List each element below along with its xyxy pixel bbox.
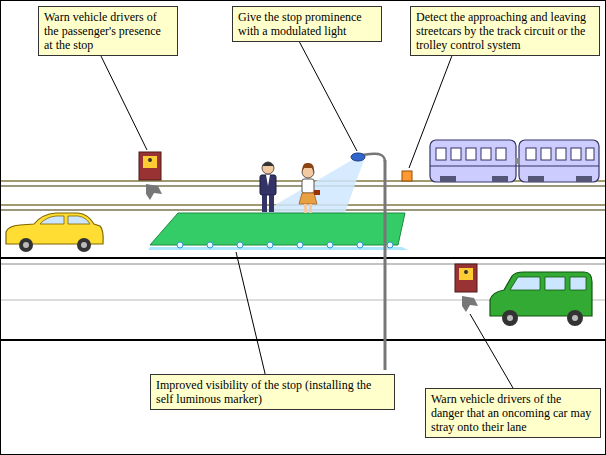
warning-sign [139, 152, 162, 200]
green-suv [490, 272, 592, 326]
tram-car [430, 140, 516, 182]
leader-line [470, 314, 513, 388]
car-window [40, 216, 64, 224]
leg [269, 195, 274, 212]
window [556, 148, 566, 160]
tram-stripe [430, 166, 599, 167]
window [436, 148, 446, 160]
hair [262, 162, 274, 166]
hair [302, 163, 314, 174]
callout-text: Warn vehicle drivers of the danger that … [431, 392, 595, 434]
callout-text: Give the stop prominence with a modulate… [238, 10, 376, 38]
window [526, 148, 536, 160]
leader-line [409, 56, 452, 168]
handbag [314, 190, 320, 195]
sign-panel [455, 264, 477, 292]
road-edge [1, 339, 605, 341]
streetcar [430, 140, 599, 182]
tram-car [519, 140, 599, 182]
platform-glow [148, 247, 408, 250]
marker [327, 242, 333, 248]
car-body [490, 272, 592, 316]
warning-sign [455, 264, 478, 312]
leader-line [236, 252, 265, 374]
marker [237, 242, 243, 248]
blouse [302, 179, 314, 193]
passenger-woman [299, 163, 320, 213]
wheel [502, 310, 518, 326]
hub [81, 242, 87, 248]
coupler [515, 158, 520, 164]
shirt [266, 175, 270, 186]
sign-icon [143, 156, 157, 168]
lamp-head [351, 153, 365, 161]
road-line [1, 257, 605, 259]
window [466, 148, 476, 160]
lamp-pole [384, 160, 387, 370]
callout-text: Warn vehicle drivers of the passenger's … [44, 10, 172, 52]
bogie [440, 176, 456, 182]
luminous-markers [177, 242, 393, 248]
hub [507, 315, 513, 321]
marker [177, 242, 183, 248]
car-window [545, 277, 565, 290]
head [262, 162, 274, 174]
marker [357, 242, 363, 248]
sign-icon [459, 268, 473, 280]
leader-line [101, 56, 147, 150]
leg [262, 195, 267, 212]
window [496, 148, 506, 160]
yellow-car [6, 213, 103, 252]
callout-box: Warn vehicle drivers of the danger that … [425, 388, 601, 438]
wheel [567, 310, 583, 326]
detector [402, 171, 412, 181]
wheel [77, 238, 91, 252]
street-lamp [351, 153, 385, 370]
leg [309, 204, 312, 213]
leader-line [300, 42, 358, 151]
hub [23, 242, 29, 248]
marker [297, 242, 303, 248]
sign-icon [148, 158, 152, 162]
callout-text: Detect the approaching and leaving stree… [416, 10, 594, 52]
sign-icon [464, 270, 468, 274]
bogie [576, 176, 592, 182]
marker [387, 242, 393, 248]
marker [267, 242, 273, 248]
window [586, 148, 594, 160]
suit [260, 175, 276, 195]
window [481, 148, 491, 160]
sign-shadow [462, 296, 478, 312]
callout-box: Improved visibility of the stop (install… [150, 374, 395, 410]
window [571, 148, 581, 160]
road-line [1, 264, 605, 265]
sign-panel [139, 152, 161, 180]
sign-shadow [146, 184, 162, 200]
car-window [570, 277, 586, 290]
car-body [6, 213, 103, 244]
lamp-arm [362, 154, 385, 162]
platform-surface [150, 213, 405, 245]
platform [148, 213, 408, 250]
car-window [68, 216, 90, 224]
bogie [492, 176, 508, 182]
leg [304, 204, 307, 213]
passenger-man [260, 162, 276, 212]
callout-box: Warn vehicle drivers of the passenger's … [38, 6, 178, 56]
callout-text: Improved visibility of the stop (install… [156, 378, 389, 406]
marker [207, 242, 213, 248]
bogie [528, 176, 544, 182]
callout-box: Detect the approaching and leaving stree… [410, 6, 600, 56]
car-window [510, 277, 540, 290]
hub [572, 315, 578, 321]
callout-box: Give the stop prominence with a modulate… [232, 6, 382, 42]
road [1, 258, 605, 340]
wheel [19, 238, 33, 252]
window [451, 148, 461, 160]
window [541, 148, 551, 160]
